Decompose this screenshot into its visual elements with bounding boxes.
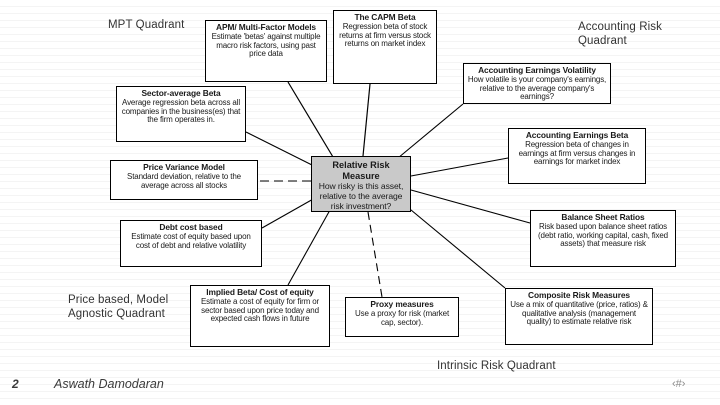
connector-balance-sheet-ratios — [410, 189, 531, 224]
node-price-variance-model[interactable]: Price Variance Model Standard deviation,… — [110, 160, 258, 200]
node-body: Estimate a cost of equity for firm or se… — [200, 297, 320, 324]
footer-page-number: 2 — [12, 377, 19, 391]
node-debt-cost-based[interactable]: Debt cost based Estimate cost of equity … — [120, 220, 262, 267]
footer-slide-number-placeholder: ‹#› — [672, 378, 686, 390]
node-title: Price Variance Model — [143, 162, 225, 172]
node-title: Implied Beta/ Cost of equity — [206, 287, 314, 297]
node-balance-sheet-ratios[interactable]: Balance Sheet Ratios Risk based upon bal… — [530, 210, 676, 267]
node-body: Risk based upon balance sheet ratios (de… — [538, 222, 668, 249]
node-relative-risk-measure[interactable]: Relative Risk Measure How risky is this … — [311, 156, 411, 212]
node-body: Regression beta of changes in earnings a… — [518, 140, 636, 167]
node-title: Composite Risk Measures — [528, 290, 630, 300]
node-body: How risky is this asset, relative to the… — [318, 181, 404, 212]
connector-debt-cost-based — [261, 197, 316, 229]
node-body: How volatile is your company's earnings,… — [467, 75, 607, 102]
connector-composite-risk-measures — [404, 204, 506, 289]
quadrant-label-intrinsic-risk: Intrinsic Risk Quadrant — [437, 360, 556, 372]
node-accounting-earnings-volatility[interactable]: Accounting Earnings Volatility How volat… — [463, 63, 611, 104]
footer-author: Aswath Damodaran — [54, 377, 164, 391]
node-implied-beta[interactable]: Implied Beta/ Cost of equity Estimate a … — [190, 285, 330, 347]
node-title: APM/ Multi-Factor Models — [216, 22, 316, 32]
node-title: Debt cost based — [159, 222, 223, 232]
connector-accounting-earnings-volatility — [397, 103, 464, 159]
node-body: Estimate 'betas' against multiple macro … — [211, 32, 321, 59]
node-title: Balance Sheet Ratios — [561, 212, 645, 222]
node-title: Accounting Earnings Volatility — [478, 65, 596, 75]
connector-implied-beta — [287, 209, 331, 286]
node-body: Regression beta of stock returns at firm… — [339, 22, 431, 49]
node-accounting-earnings-beta[interactable]: Accounting Earnings Beta Regression beta… — [508, 128, 646, 184]
quadrant-label-price-based: Price based, Model Agnostic Quadrant — [68, 294, 169, 321]
node-body: Use a mix of quantitative (price, ratios… — [510, 300, 648, 327]
node-composite-risk-measures[interactable]: Composite Risk Measures Use a mix of qua… — [505, 288, 653, 345]
node-title: The CAPM Beta — [354, 12, 416, 22]
node-body: Estimate cost of equity based upon cost … — [131, 232, 251, 250]
node-apm-multi-factor[interactable]: APM/ Multi-Factor Models Estimate 'betas… — [205, 20, 327, 82]
node-body: Average regression beta across all compa… — [121, 98, 241, 125]
node-title: Proxy measures — [370, 299, 434, 309]
connector-apm-multi-factor — [287, 81, 334, 158]
node-title: Sector-average Beta — [141, 88, 221, 98]
quadrant-label-accounting-risk: Accounting Risk Quadrant — [578, 21, 662, 48]
connector-accounting-earnings-beta — [410, 157, 509, 177]
node-title: Accounting Earnings Beta — [525, 130, 629, 140]
node-capm-beta[interactable]: The CAPM Beta Regression beta of stock r… — [333, 10, 437, 84]
node-proxy-measures[interactable]: Proxy measures Use a proxy for risk (mar… — [345, 297, 459, 337]
connector-proxy-measures — [367, 211, 383, 298]
connector-capm-beta — [362, 83, 371, 157]
quadrant-label-mpt: MPT Quadrant — [108, 19, 185, 31]
node-title: Relative Risk Measure — [332, 160, 390, 181]
node-sector-average-beta[interactable]: Sector-average Beta Average regression b… — [116, 86, 246, 142]
node-body: Standard deviation, relative to the aver… — [127, 172, 241, 190]
node-body: Use a proxy for risk (market cap, sector… — [354, 309, 450, 327]
